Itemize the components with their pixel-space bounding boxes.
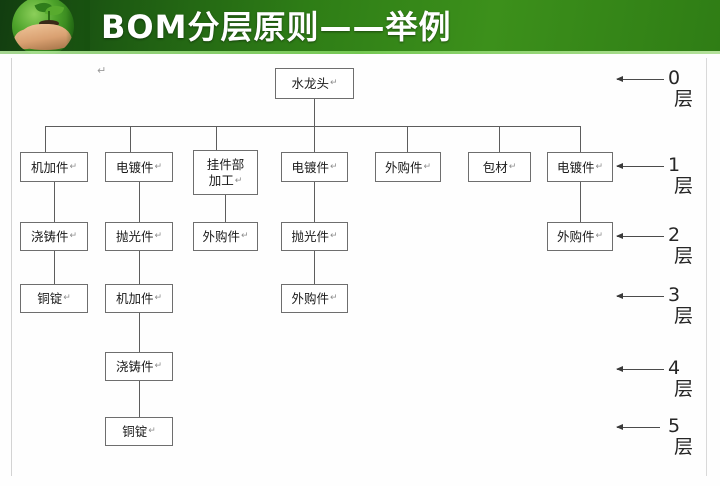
logo-disc	[12, 0, 74, 54]
connector-root-stem	[314, 99, 315, 126]
connector-c2-l2-l3	[139, 251, 140, 284]
level-label-2: 2 层	[668, 224, 694, 267]
node-label: 抛光件	[291, 229, 329, 244]
connector-c4-l1-l2	[314, 182, 315, 222]
connector-drop-4	[314, 126, 315, 152]
node-label: 包材	[482, 159, 508, 175]
connector-c2-l4-l5	[139, 381, 140, 417]
stem-icon	[48, 11, 50, 22]
slide-header-bar: BOM分层原则——举例	[0, 0, 720, 54]
paragraph-mark: ↵	[97, 64, 107, 77]
node-label: 抛光件	[115, 229, 154, 244]
node-l3-tongding[interactable]: 铜锭↵	[20, 284, 88, 313]
connector-drop-7	[580, 126, 581, 152]
node-label: 机加件	[30, 159, 69, 175]
connector-c1-l2-l3	[54, 251, 55, 284]
node-l2-paoguangjian[interactable]: 抛光件↵	[105, 222, 173, 251]
connector-drop-2	[130, 126, 131, 152]
connector-c3-l1-l2	[225, 195, 226, 222]
connector-drop-3	[216, 126, 217, 150]
page-title: BOM分层原则——举例	[101, 8, 452, 46]
node-label-line1: 挂件部	[206, 156, 245, 172]
connector-drop-5	[407, 126, 408, 152]
connector-drop-6	[499, 126, 500, 152]
connector-c4-l2-l3	[314, 251, 315, 284]
soil-icon	[39, 20, 59, 27]
connector-drop-1	[45, 126, 46, 152]
connector-c7-l1-l2	[580, 182, 581, 222]
node-l1-diandujian-2[interactable]: 电镀件↵	[281, 152, 348, 182]
connector-c2-l1-l2	[139, 182, 140, 222]
level-label-5: 5 层	[668, 415, 694, 458]
node-l1-diandujian[interactable]: 电镀件↵	[105, 152, 173, 182]
node-root[interactable]: 水龙头↵	[275, 68, 354, 99]
level-arrow-5	[616, 423, 660, 430]
node-label: 外购件	[202, 229, 240, 244]
node-label: 电镀件	[115, 159, 154, 175]
logo-fade-overlay	[66, 0, 90, 54]
page-margin-rule-right	[706, 58, 707, 476]
node-label: 浇铸件	[115, 359, 154, 374]
connector-c1-l1-l2	[54, 182, 55, 222]
node-l1-waigoujian[interactable]: 外购件↵	[375, 152, 441, 182]
connector-level1-bus	[45, 126, 580, 127]
level-arrow-0	[616, 75, 664, 82]
level-label-3: 3 层	[668, 284, 694, 327]
node-l2-paoguangjian-2[interactable]: 抛光件↵	[281, 222, 348, 251]
node-l1-baocai[interactable]: 包材↵	[468, 152, 531, 182]
node-label: 电镀件	[556, 159, 595, 175]
node-l2-jiaozhujian[interactable]: 浇铸件↵	[20, 222, 88, 251]
node-label: 外购件	[291, 291, 329, 306]
node-label: 铜锭	[122, 424, 148, 439]
level-arrow-3	[616, 292, 664, 299]
connector-c2-l3-l4	[139, 313, 140, 352]
node-label: 机加件	[115, 291, 154, 306]
node-label: 浇铸件	[30, 229, 69, 244]
node-l4-jiaozhujian[interactable]: 浇铸件↵	[105, 352, 173, 381]
node-l1-jijiajian[interactable]: 机加件↵	[20, 152, 88, 182]
page-margin-rule-left	[11, 58, 12, 476]
node-label: 水龙头	[291, 76, 329, 91]
node-label: 铜锭	[37, 291, 63, 306]
level-arrow-2	[616, 232, 664, 239]
node-label-line2: 加工↵	[208, 172, 243, 188]
node-label: 电镀件	[291, 159, 329, 175]
level-label-0: 0 层	[668, 67, 694, 110]
node-l5-tongding[interactable]: 铜锭↵	[105, 417, 173, 446]
node-label: 外购件	[384, 159, 423, 175]
node-l1-diandujian-3[interactable]: 电镀件↵	[547, 152, 613, 182]
level-label-4: 4 层	[668, 357, 694, 400]
level-arrow-4	[616, 365, 664, 372]
sprout-in-hand-logo-icon	[4, 0, 90, 54]
level-arrow-1	[616, 162, 664, 169]
node-l2-waigoujian[interactable]: 外购件↵	[193, 222, 258, 251]
node-l3-jijiajian[interactable]: 机加件↵	[105, 284, 173, 313]
node-l2-waigoujian-2[interactable]: 外购件↵	[547, 222, 613, 251]
hand-palm-icon	[18, 24, 72, 50]
node-l1-guajianbu-jiagong[interactable]: 挂件部 加工↵	[193, 150, 258, 195]
node-label: 外购件	[556, 229, 595, 244]
level-label-1: 1 层	[668, 154, 694, 197]
node-l3-waigoujian[interactable]: 外购件↵	[281, 284, 348, 313]
